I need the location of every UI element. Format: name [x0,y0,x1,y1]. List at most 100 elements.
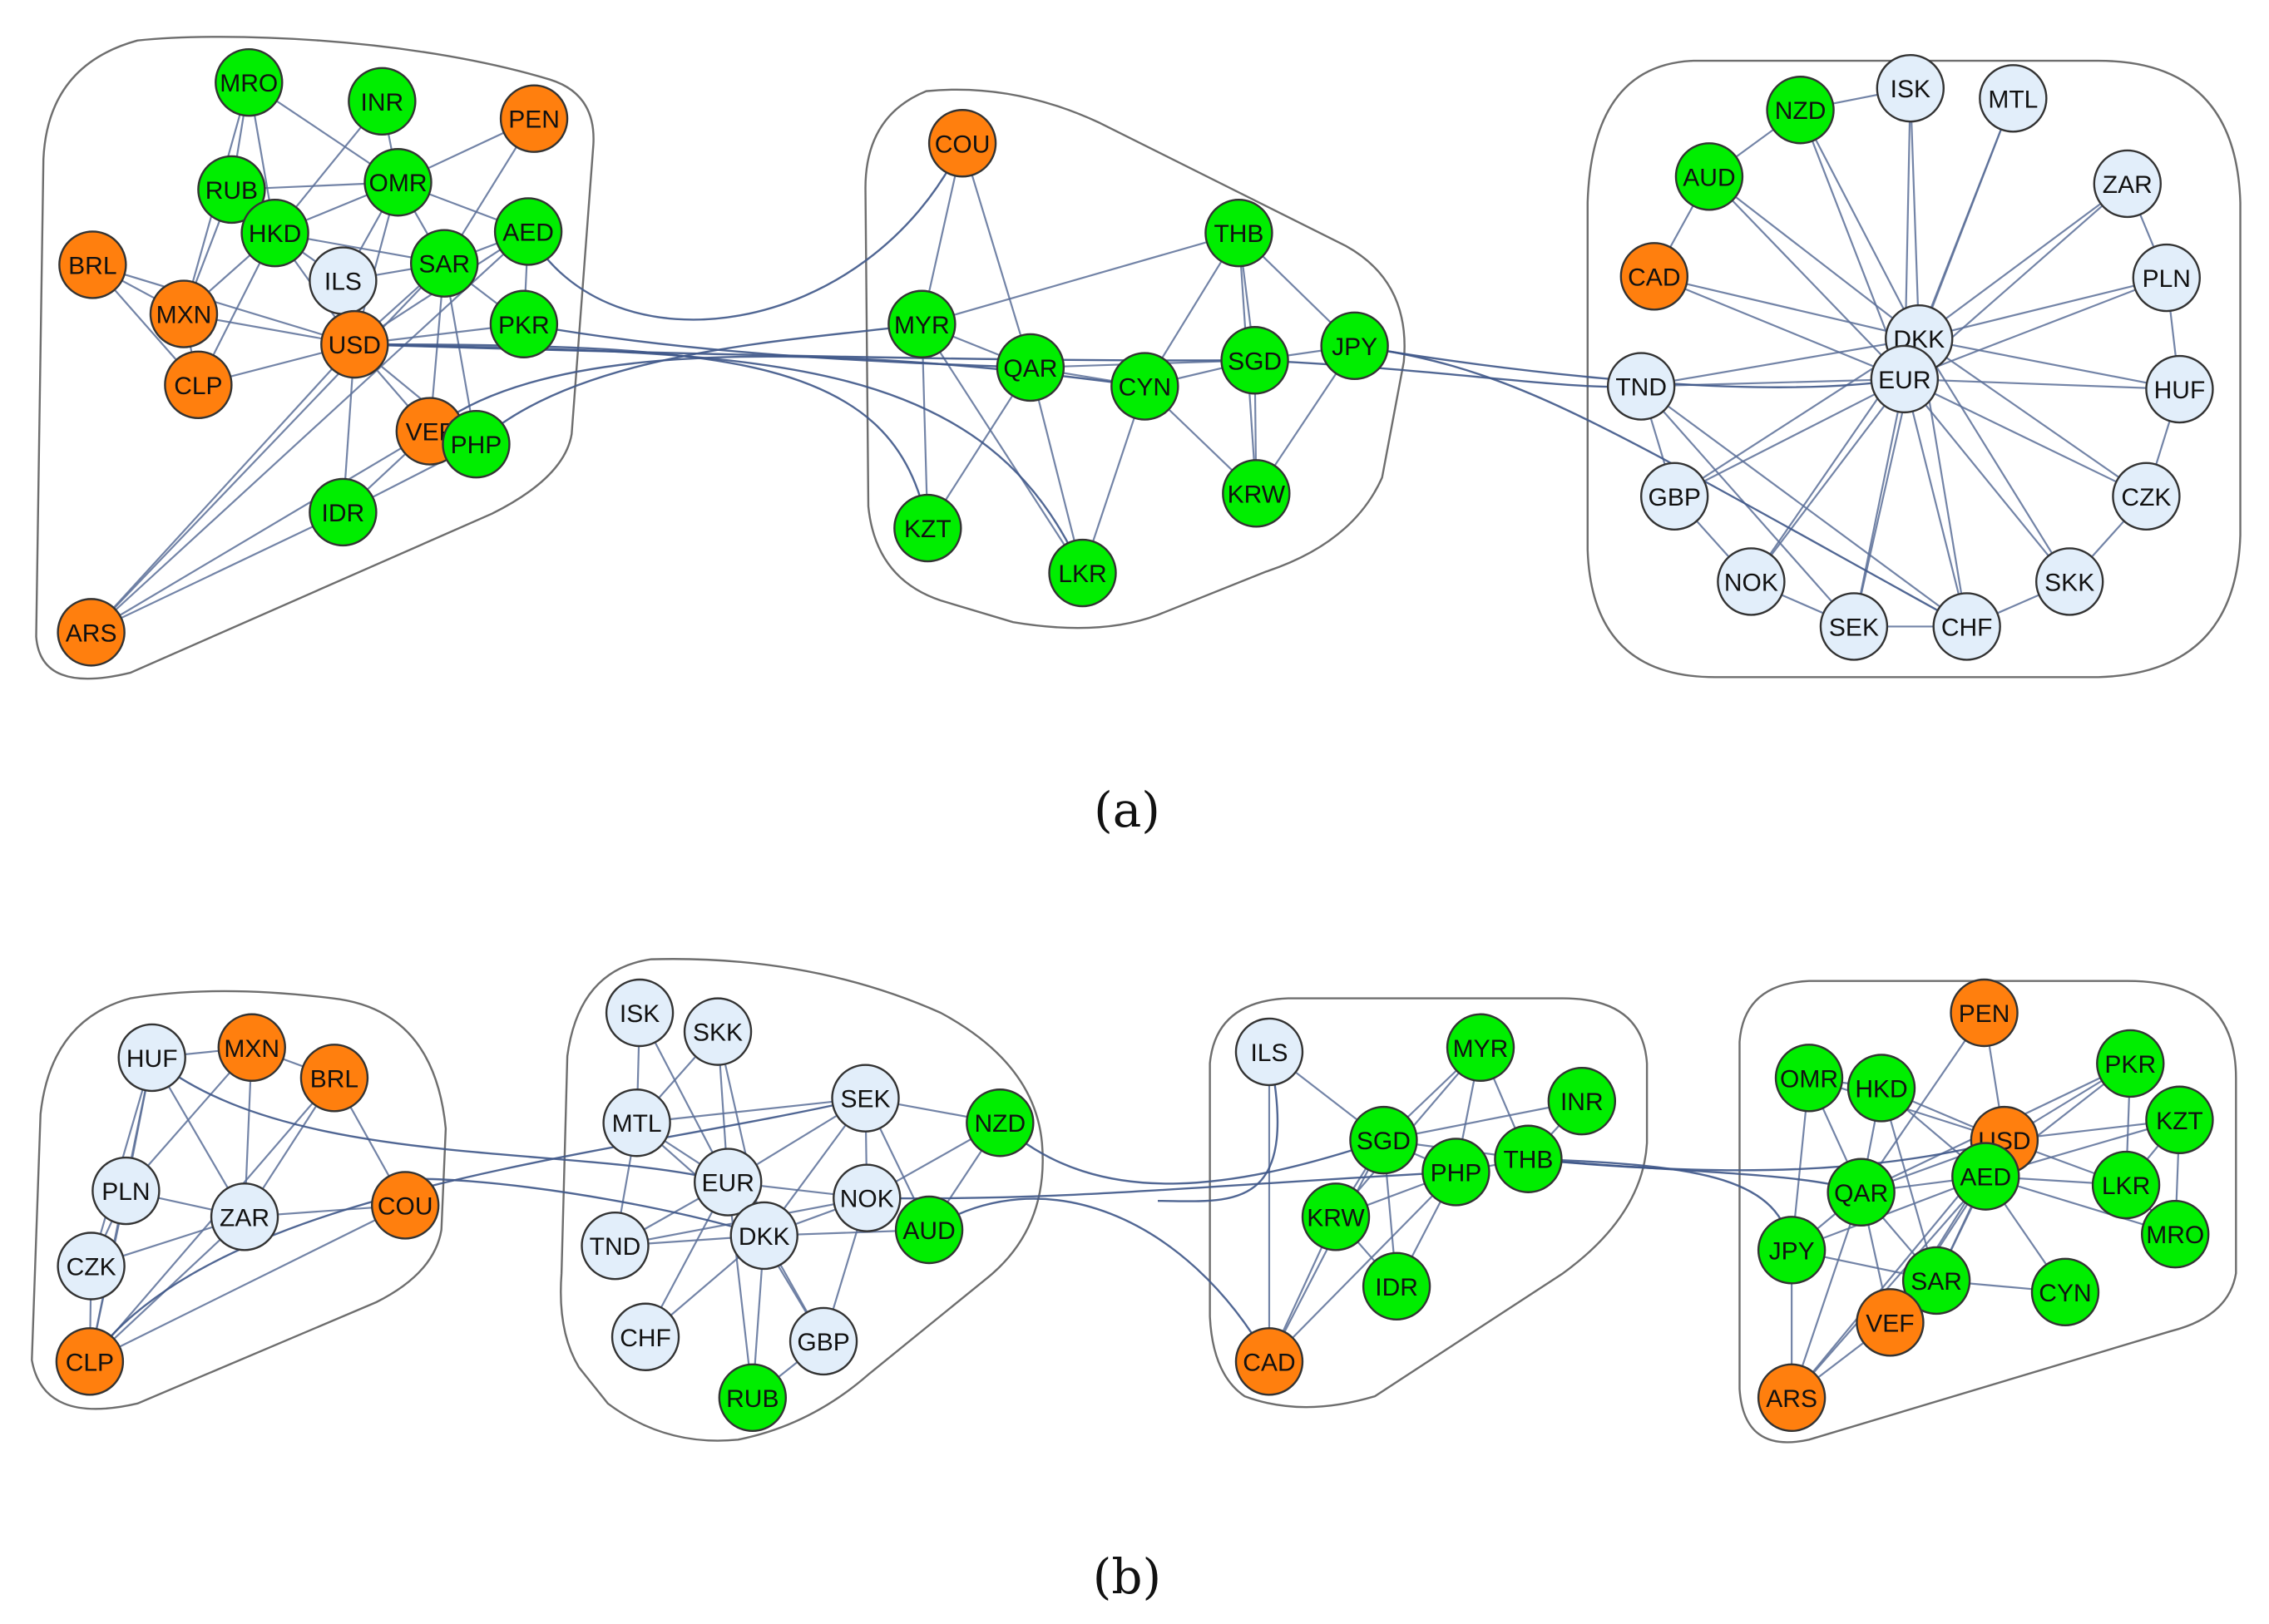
node-a-skk: SKK [2034,547,2104,616]
node-label: MXN [156,302,212,329]
node-circle [1901,1246,1971,1315]
node-a-myr: MYR [887,289,957,358]
node-circle [1204,198,1273,268]
node-a-php: PHP [442,409,511,479]
edge-b-AED-ARS [1791,1175,1987,1399]
node-circle [493,197,563,266]
node-label: VEF [1866,1310,1914,1337]
edge-b-PHP-CAD [1268,1171,1457,1363]
node-label: MYR [894,312,950,339]
inter-cluster-edge-b-9 [1528,1158,1793,1251]
inter-cluster-edge-b-5 [928,1197,1271,1362]
cluster-outline-a-1 [35,36,595,680]
edge-a-EUR-HUF [1904,378,2180,391]
node-label: THB [1214,220,1263,248]
node-circle [2112,462,2181,531]
node-label: CAD [1628,264,1680,291]
node-circle [2145,354,2214,424]
edge-a-DKK-CZK [1918,338,2148,497]
node-label: ISK [1891,76,1930,103]
node-label: SEK [1829,614,1879,641]
node-a-pkr: PKR [489,289,559,358]
edge-a-ARS-SAR [90,262,445,634]
node-circle [409,229,479,298]
node-b-idr: IDR [1362,1251,1431,1321]
node-a-gbp: GBP [1639,462,1709,531]
node-a-qar: QAR [996,333,1065,402]
node-label: THB [1503,1147,1553,1174]
edge-a-TND-SEK [1640,385,1855,628]
node-circle [2096,1029,2165,1098]
node-circle [2093,149,2163,219]
node-b-aed: AED [1951,1142,2020,1211]
node-a-isk: ISK [1876,53,1945,123]
inter-cluster-edge-b-6 [867,1171,1456,1200]
edge-a-PLN-DKK [1918,277,2168,340]
node-label: NZD [975,1110,1026,1138]
node-circle [833,1163,902,1232]
node-a-mtl: MTL [1979,64,2048,133]
node-b-kzt: KZT [2145,1085,2214,1154]
node-circle [1619,242,1689,311]
node-b-nok: NOK [833,1163,902,1232]
node-circle [499,84,569,153]
node-circle [149,279,219,348]
node-label: TND [590,1233,641,1261]
node-a-pln: PLN [2132,243,2201,313]
node-b-ars: ARS [1757,1363,1827,1433]
node-label: HKD [249,220,301,248]
edge-b-CLP-COU [89,1204,406,1363]
node-b-sek: SEK [831,1064,900,1133]
cluster-outline-a-3 [1586,59,2242,679]
node-b-hkd: HKD [1846,1054,1916,1123]
edge-a-NZD-DKK [1799,109,1920,339]
edge-a-DKK-HUF [1919,338,2180,391]
node-circle [2034,547,2104,616]
node-label: COU [378,1192,433,1220]
node-label: KRW [1307,1204,1365,1232]
node-a-lkr: LKR [1048,538,1117,608]
edge-a-BRL-USD [92,264,355,346]
node-circle [2145,1085,2214,1154]
node-label: CZK [2121,484,2171,511]
node-circle [1950,978,2019,1048]
node-label: CLP [174,373,222,400]
node-b-thb: THB [1494,1124,1563,1193]
node-b-jpy: JPY [1757,1216,1827,1285]
node-circle [966,1088,1035,1158]
node-label: QAR [1834,1180,1888,1207]
cluster-outlines [31,36,2242,1444]
caption-b: (b) [1092,1548,1162,1605]
node-a-czk: CZK [2112,462,2181,531]
node-label: MRO [2146,1222,2204,1249]
node-a-nok: NOK [1717,547,1786,616]
node-label: LKR [1058,560,1106,588]
node-circle [299,1044,369,1113]
node-a-aed: AED [493,197,563,266]
node-circle [611,1302,680,1371]
node-label: HUF [126,1045,178,1073]
node-label: HKD [1855,1075,1907,1103]
node-circle [893,493,962,563]
edge-a-AUD-EUR [1708,175,1906,380]
inter-cluster-edge-b-8 [1528,1138,2005,1172]
node-circle [1870,344,1940,414]
node-circle [788,1306,858,1376]
node-b-pen: PEN [1950,978,2019,1048]
cluster-outline-b-2 [560,958,1044,1442]
node-circle [164,350,233,420]
node-label: IDR [1375,1274,1418,1301]
node-b-huf: HUF [117,1023,186,1093]
node-a-inr: INR [348,67,417,136]
edge-a-ARS-VEF [91,430,431,634]
edge-a-TND-CHF [1640,385,1968,628]
node-a-huf: HUF [2145,354,2214,424]
node-label: PHP [451,432,502,459]
node-circle [2091,1150,2161,1220]
node-a-cyn: CYN [1110,352,1179,421]
node-b-isk: ISK [605,978,675,1048]
node-b-eur: EUR [694,1148,763,1217]
node-b-mro: MRO [2141,1200,2210,1269]
node-b-sgd: SGD [1349,1105,1418,1175]
